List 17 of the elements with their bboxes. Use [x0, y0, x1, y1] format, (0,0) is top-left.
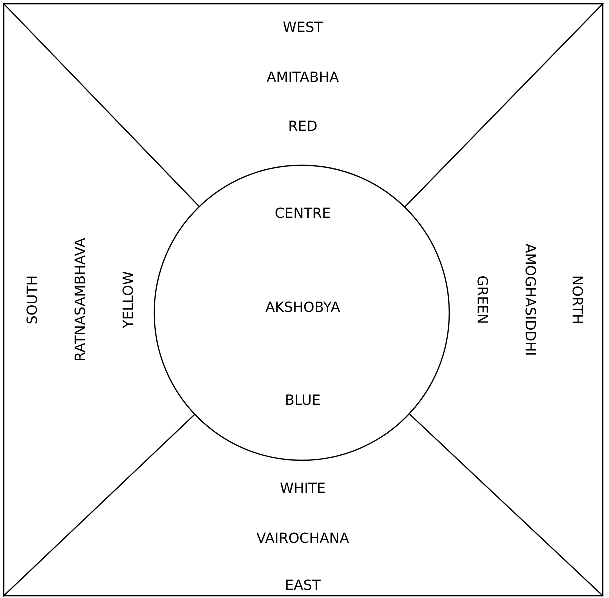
- region-label: GREEN: [478, 276, 488, 323]
- circle-label: CENTRE: [276, 208, 330, 218]
- circle-label: BLUE: [286, 394, 320, 406]
- region-label: RATNASAMBHAVA: [74, 238, 86, 360]
- circle-label: AKSHOBYA: [266, 302, 340, 312]
- region-label: YELLOW: [122, 272, 134, 329]
- region-label: RED: [290, 120, 317, 132]
- region-label: SOUTH: [26, 276, 38, 324]
- divider-line: [409, 414, 604, 598]
- region-label: AMOGHASIDDHI: [526, 244, 536, 355]
- divider-line: [3, 414, 196, 598]
- region-label: VAIROCHANA: [256, 532, 350, 544]
- region-label: NORTH: [572, 276, 584, 324]
- region-label: AMITABHA: [266, 72, 340, 82]
- region-label: WEST: [283, 22, 324, 32]
- region-label: EAST: [286, 580, 321, 590]
- region-label: WHITE: [280, 482, 325, 494]
